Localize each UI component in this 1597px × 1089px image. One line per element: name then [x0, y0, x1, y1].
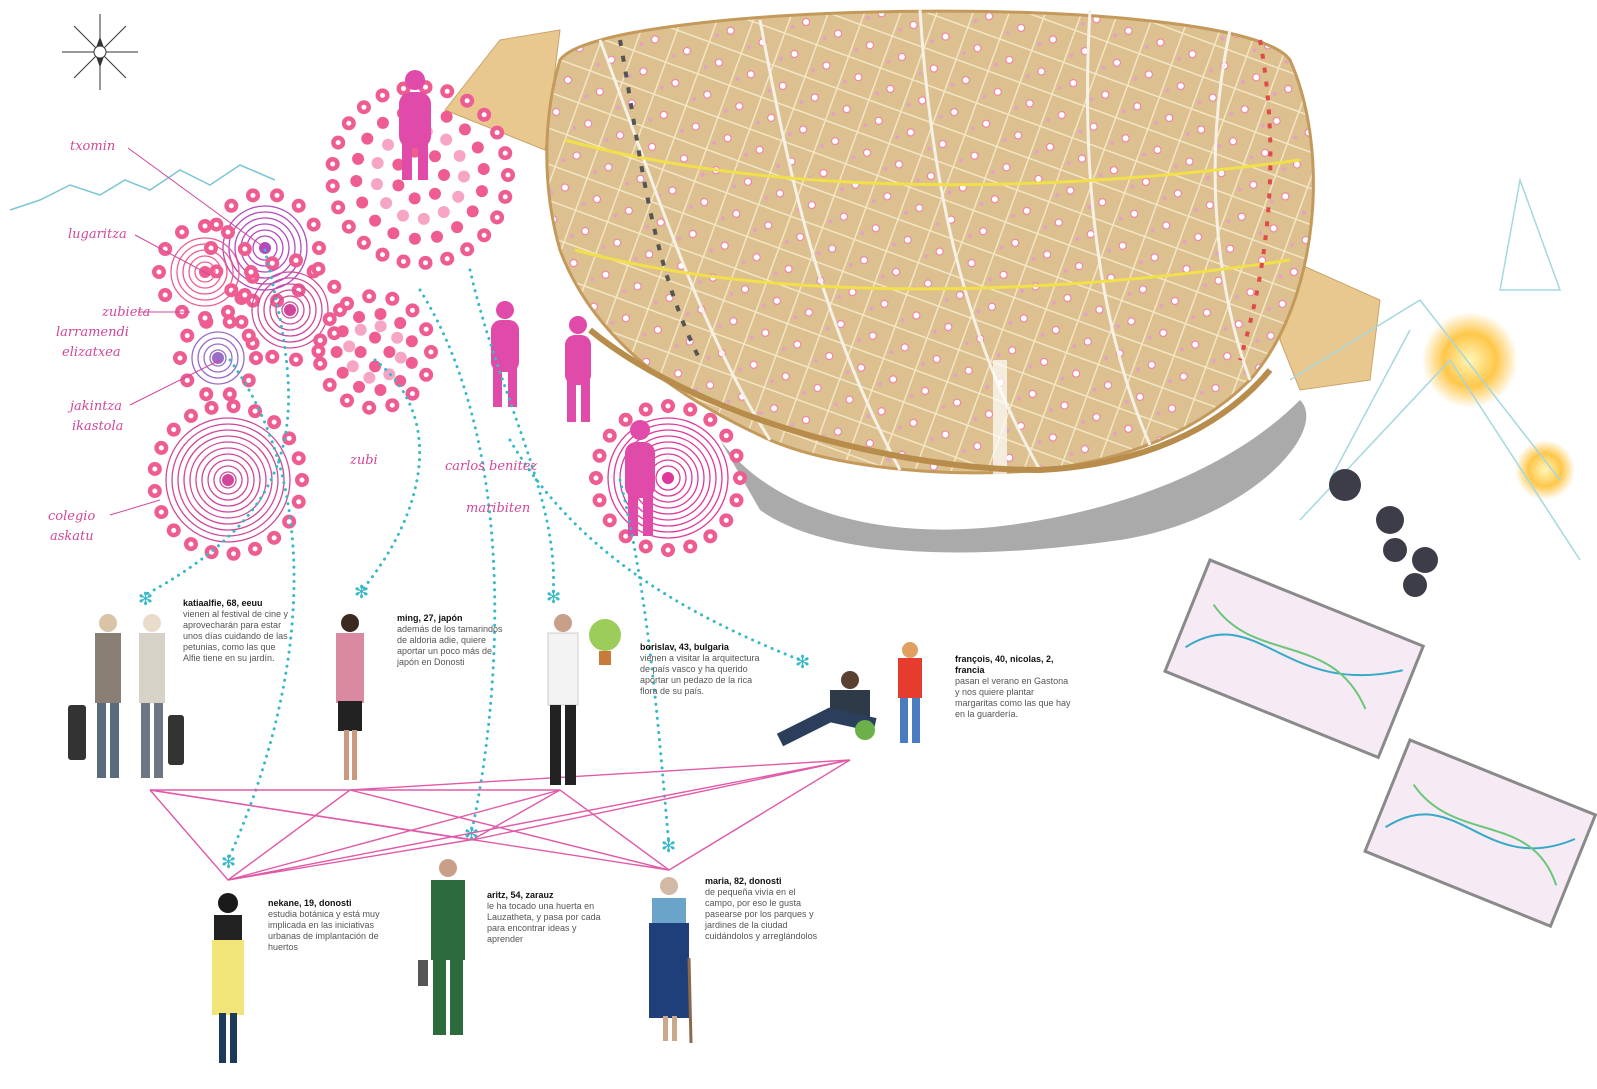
target-rings-icon	[234, 253, 347, 367]
person-description: estudia botánica y está muy implicada en…	[268, 909, 380, 952]
label-zubieta: zubieta	[101, 305, 150, 320]
person-card-aritz: aritz, 54, zarauz le ha tocado una huert…	[487, 890, 602, 945]
label-lugaritza: lugaritza	[68, 227, 127, 242]
person-description: de pequeña vivía en el campo, por eso le…	[705, 887, 818, 941]
svg-text:✻: ✻	[354, 582, 369, 603]
person-silhouette-icon	[399, 70, 655, 536]
sun-glow-small	[1515, 440, 1575, 500]
person-name: borislav, 43, bulgaria	[640, 642, 729, 652]
label-txomin: txomin	[70, 139, 115, 154]
person-description: vienen al festival de cine y aprovechará…	[183, 609, 289, 663]
mountain-outline	[9, 164, 276, 211]
planter-box-2	[1363, 738, 1597, 929]
person-name: aritz, 54, zarauz	[487, 890, 554, 900]
label-colegio: colegio	[48, 509, 95, 524]
person-name: nekane, 19, donosti	[268, 898, 352, 908]
svg-text:✻: ✻	[661, 836, 676, 857]
flower-rings	[147, 80, 747, 561]
svg-text:✻: ✻	[221, 852, 236, 873]
person-card-borislav: borislav, 43, bulgaria vienen a visitar …	[640, 642, 760, 697]
person-description: además de los tamarindos de aldoria adie…	[397, 624, 503, 667]
target-rings-icon	[313, 289, 438, 415]
person-name: katiaalfie, 68, eeuu	[183, 598, 263, 608]
label-elizatxea: elizatxea	[62, 345, 121, 360]
connection-lines	[149, 759, 851, 881]
person-name: françois, 40, nicolas, 2, francia	[955, 654, 1054, 675]
dome-shadow	[720, 400, 1307, 553]
planter-box-1	[1163, 558, 1426, 760]
target-rings-icon	[173, 314, 263, 402]
target-rings-icon	[589, 399, 747, 557]
person-card-nekane: nekane, 19, donosti estudia botánica y e…	[268, 898, 383, 953]
label-zubi: zubi	[349, 453, 378, 468]
dotted-connectors	[143, 248, 802, 862]
person-name: ming, 27, japón	[397, 613, 463, 623]
person-card-maria: maria, 82, donosti de pequeña vivía en e…	[705, 876, 823, 942]
svg-text:✻: ✻	[795, 652, 810, 673]
hanging-lines	[1289, 177, 1581, 561]
wooden-deck-left	[444, 29, 561, 151]
place-labels: txomin lugaritza zubieta larramendi eliz…	[48, 139, 537, 544]
compass-rose-icon	[62, 14, 138, 90]
label-carlos-benitez: carlos benitez	[445, 459, 537, 474]
person-name: maria, 82, donosti	[705, 876, 782, 886]
target-rings-icon	[152, 219, 258, 325]
person-card-ming: ming, 27, japón además de los tamarindos…	[397, 613, 507, 668]
label-jakintza: jakintza	[67, 399, 122, 414]
label-larramendi: larramendi	[56, 325, 129, 340]
person-card-katiaalfie: katiaalfie, 68, eeuu vienen al festival …	[183, 598, 293, 664]
label-leaders	[109, 147, 266, 516]
person-description: vienen a visitar la arquitectura de país…	[640, 653, 760, 696]
svg-text:✻: ✻	[546, 587, 561, 608]
person-card-francois: françois, 40, nicolas, 2, francia pasan …	[955, 654, 1075, 720]
svg-text:✻: ✻	[138, 589, 153, 610]
person-description: le ha tocado una huerta en Lauzatheta, y…	[487, 901, 601, 944]
label-ikastola: ikastola	[72, 419, 123, 434]
stepping-stones	[1329, 469, 1438, 597]
label-maribiten: maribiten	[466, 501, 530, 516]
label-askatu: askatu	[50, 529, 94, 544]
target-rings-icon	[147, 399, 309, 561]
person-description: pasan el verano en Gastona y nos quiere …	[955, 676, 1071, 719]
sun-glow	[1422, 312, 1518, 408]
people-figures	[68, 614, 922, 1063]
flower-dome	[545, 9, 1315, 480]
